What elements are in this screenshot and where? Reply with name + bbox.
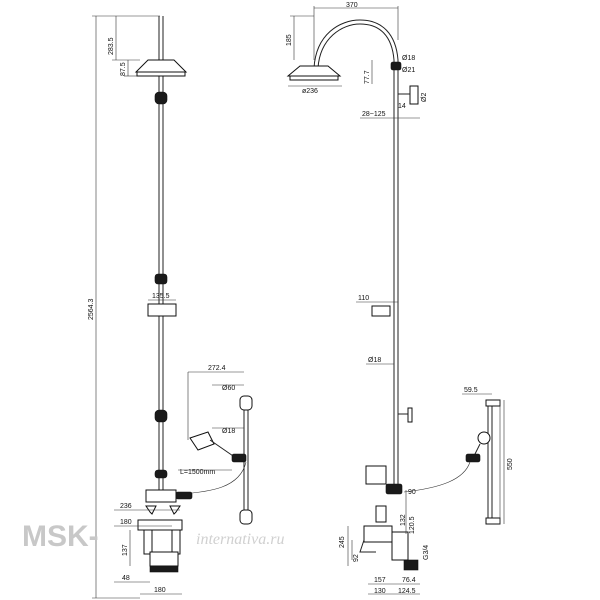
hand-shower — [189, 431, 247, 463]
dim-mixer-inner: 180 — [120, 519, 132, 526]
wall-bracket — [409, 85, 419, 105]
dim-total-h: 245 — [339, 536, 346, 548]
dim-soap-dish: 135.5 — [152, 293, 170, 300]
dim-mixer-height: 137 — [122, 544, 129, 556]
watermark: MSK- internativa.ru — [22, 520, 284, 553]
riser-couplings — [154, 91, 168, 479]
side-hose — [403, 461, 471, 493]
dim-mixer-base: 180 — [154, 587, 166, 594]
dim-base-w: 130 — [374, 588, 386, 595]
dim-bracket-range: 28~125 — [362, 111, 386, 118]
front-view: 2564.3 283.5 87.5 135.5 272.4 — [88, 15, 253, 599]
dim-base-h: 92 — [353, 554, 360, 562]
hose — [179, 461, 247, 495]
dim-mixer-offset: 48 — [122, 575, 130, 582]
dim-head-height: 87.5 — [120, 62, 127, 76]
dim-rose-dia: ø236 — [302, 88, 318, 95]
dim-hand-offset: 59.5 — [464, 387, 478, 394]
dim-spout-d: 76.4 — [402, 577, 416, 584]
dim-arch-width: 370 — [346, 2, 358, 9]
dim-valve-gap: 90 — [408, 489, 416, 496]
dim-total-height: 2564.3 — [88, 298, 95, 320]
dim-riser-dia: Ø18 — [368, 357, 381, 364]
dim-bracket-size: Ø2 — [421, 93, 428, 102]
side-soap-dish — [371, 305, 391, 317]
dim-side-mixer-h: 132 — [400, 514, 407, 526]
dim-base-w2: 124.5 — [398, 588, 416, 595]
watermark-script: internativa.ru — [196, 531, 284, 548]
side-mixer — [359, 465, 419, 571]
dim-slide-len: 550 — [507, 458, 514, 470]
watermark-brand: MSK- — [22, 520, 99, 553]
dim-side-soap-dish: 110 — [358, 295, 369, 302]
dim-head-drop: 283.5 — [108, 37, 115, 55]
dim-pipe-dia-top: Ø18 — [402, 55, 415, 62]
dim-valve-h1: 120.5 — [409, 516, 416, 534]
dim-arch-height: 185 — [286, 34, 293, 46]
dim-hand-bar-dia: Ø60 — [222, 385, 235, 392]
gooseneck-arm — [313, 19, 399, 69]
dim-hose: L=1500mm — [180, 469, 215, 476]
dim-thread: G3/4 — [423, 545, 430, 560]
dim-mixer-width: 236 — [120, 503, 132, 510]
dim-pipe-dia-joint: Ø21 — [402, 67, 415, 74]
bath-mixer — [137, 489, 193, 573]
overhead-rose — [286, 65, 342, 77]
soap-dish — [147, 303, 177, 317]
shower-head — [134, 59, 188, 73]
side-view: 370 185 ø236 Ø18 Ø21 77.7 14 Ø2 28~125 1… — [286, 2, 514, 595]
side-hand-shower-head — [477, 431, 491, 445]
dim-spout-len: 157 — [374, 577, 386, 584]
dim-hand-arm: 272.4 — [208, 365, 226, 372]
dim-joint-len: 77.7 — [364, 70, 371, 84]
dim-bracket-depth: 14 — [398, 103, 406, 110]
dim-hand-pipe-dia: Ø18 — [222, 428, 235, 435]
